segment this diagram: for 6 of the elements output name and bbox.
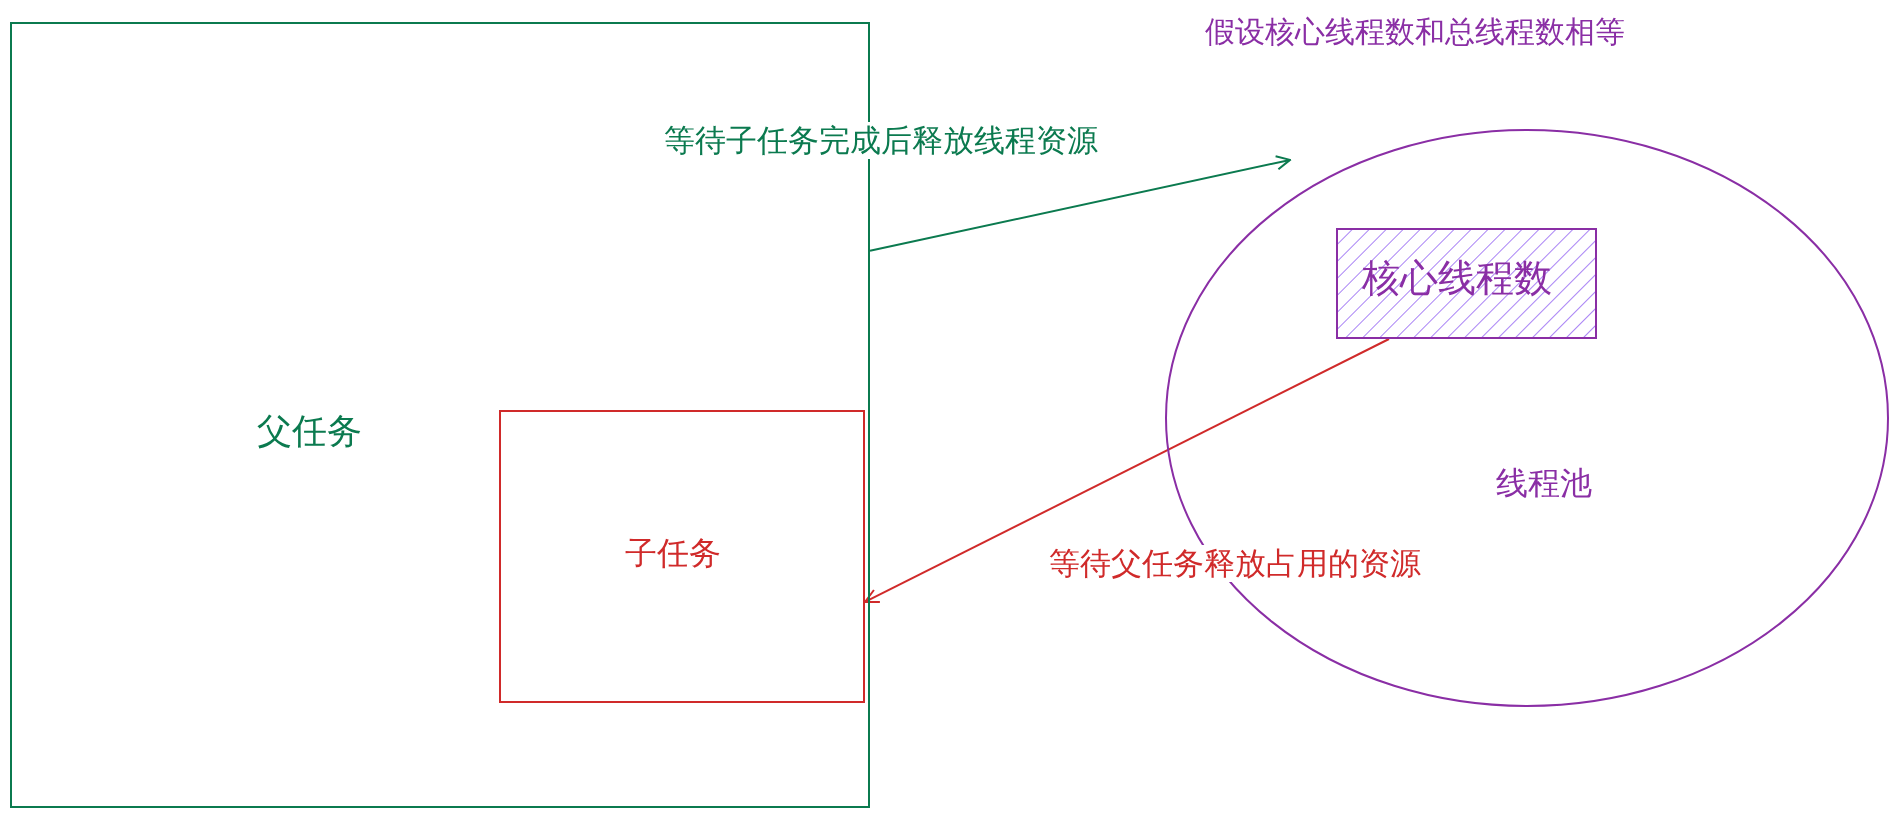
title: 假设核心线程数和总线程数相等 — [1205, 14, 1625, 50]
node-label: 核心线程数 — [1362, 256, 1552, 302]
arrow — [869, 155, 1292, 252]
edge-label: 等待子任务完成后释放线程资源 — [664, 122, 1098, 160]
arrow — [864, 338, 1390, 603]
edge-label: 等待父任务释放占用的资源 — [1049, 545, 1421, 583]
